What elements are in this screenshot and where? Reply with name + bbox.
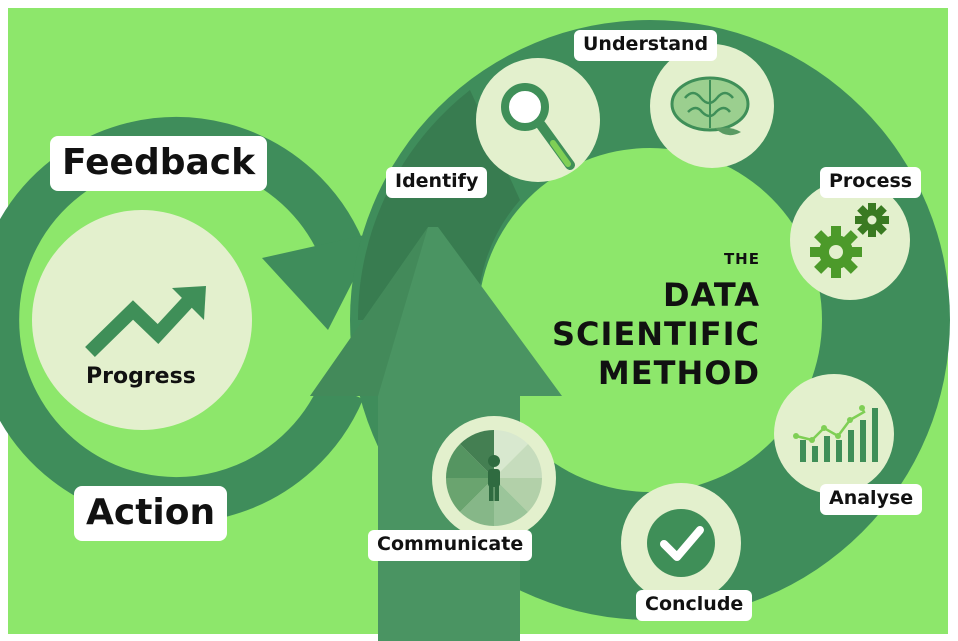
identify-label: Identify	[386, 167, 488, 198]
conclude-label: Conclude	[636, 590, 753, 621]
understand-label: Understand	[574, 30, 718, 61]
ring-shadow	[357, 90, 520, 320]
bar-chart-icon	[793, 405, 878, 462]
gears-icon	[810, 203, 889, 278]
communicate-node	[432, 416, 556, 540]
action-label: Action	[74, 486, 228, 542]
process-label: Process	[820, 167, 922, 198]
inner-circle	[478, 148, 822, 492]
person-radial-icon	[445, 429, 543, 527]
magnifier-icon	[501, 83, 575, 170]
loop-arrowhead	[262, 232, 378, 330]
title-scientific: SCIENTIFIC	[551, 315, 760, 353]
progress-label: Progress	[86, 364, 196, 389]
feedback-label: Feedback	[50, 136, 268, 192]
brain-icon	[670, 76, 750, 136]
identify-node	[476, 58, 600, 182]
conclude-node	[621, 483, 741, 603]
title-the: THE	[723, 250, 760, 268]
process-node	[790, 180, 910, 300]
understand-node	[650, 44, 774, 168]
up-arrow-shade	[310, 227, 428, 396]
communicate-label: Communicate	[368, 530, 533, 561]
progress-node	[32, 210, 252, 430]
checkmark-icon	[647, 509, 715, 577]
analyse-node	[774, 374, 894, 494]
title-method: METHOD	[597, 354, 760, 392]
trend-up-icon	[85, 286, 206, 358]
analyse-label: Analyse	[820, 484, 923, 515]
title-data: DATA	[663, 276, 760, 314]
